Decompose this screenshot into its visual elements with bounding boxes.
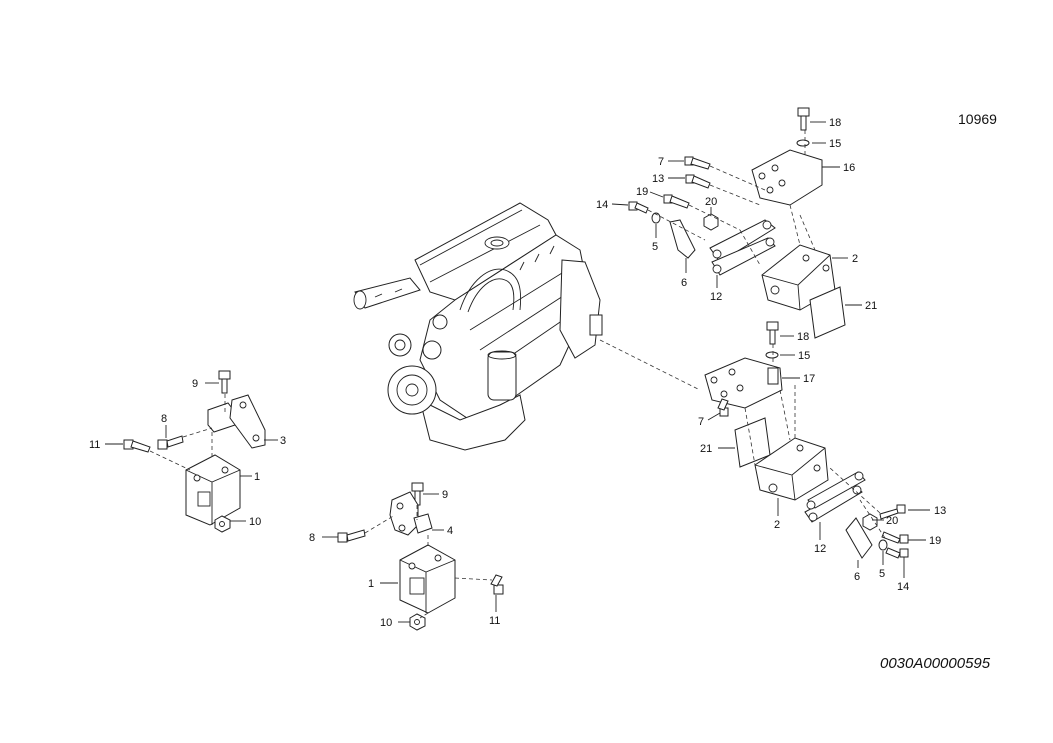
bracket-4 [413,513,433,534]
callout-1-left: 1 [254,471,260,483]
bolt-13-lower [879,504,906,520]
callout-18-upper: 18 [829,117,841,129]
bolt-9 [218,370,231,394]
washer-5-upper [651,212,661,224]
callout-11-left: 11 [89,439,100,451]
callout-14-upper: 14 [596,199,608,211]
callouts-left-mount: 9 8 3 11 1 10 [89,378,286,528]
callout-17-lower: 17 [803,373,815,385]
callout-5-lower: 5 [879,568,885,580]
callout-18-lower: 18 [797,331,809,343]
drawing-number: 0030A00000595 [880,655,991,672]
bolt-11 [123,439,151,453]
bolt-14-upper [628,201,649,214]
bolt-19-upper [663,194,690,209]
bolt-18-top [797,107,810,131]
center-mount-group [337,482,504,631]
bolt-14-lower [885,547,909,559]
figure-id: 10969 [958,111,997,127]
callouts-upper-right-mount: 18 15 7 16 13 19 14 20 5 2 6 12 21 [596,117,877,312]
bolt-7-lower [717,398,729,417]
nut-20-upper [703,213,719,231]
callout-15-upper: 15 [829,138,841,150]
plate-6-upper [669,219,696,259]
callout-21-lower: 21 [700,443,712,455]
callout-15-lower: 15 [798,350,810,362]
callout-12-lower: 12 [814,543,826,555]
washer-5-lower [878,539,888,551]
callout-8-center: 8 [309,532,315,544]
callout-2-lower: 2 [774,519,780,531]
nut-20-lower [862,513,878,531]
bolt-13-upper [685,174,711,189]
washer-15-lower [765,351,779,359]
washer-15-top [796,139,810,147]
callout-20-upper: 20 [705,196,717,208]
callout-20-lower: 20 [886,515,898,527]
callout-3-left: 3 [280,435,286,447]
bolt-8 [157,435,184,450]
bolt-18-lower [766,321,779,345]
callout-13-upper: 13 [652,173,664,185]
engine-illustration [353,202,603,451]
bolt-19-lower [881,531,909,544]
callout-10-center: 10 [380,617,392,629]
callout-4-center: 4 [447,525,453,537]
callout-6-upper: 6 [681,277,687,289]
callout-7-upper: 7 [658,156,664,168]
engine-mount-1-center [399,544,456,614]
plate-6-lower [845,517,873,559]
callouts-center-mount: 9 4 8 1 11 10 [309,489,500,629]
callout-6-lower: 6 [854,571,860,583]
callout-5-upper: 5 [652,241,658,253]
callout-9-center: 9 [442,489,448,501]
callout-9-left: 9 [192,378,198,390]
callout-16-upper: 16 [843,162,855,174]
callout-2-upper: 2 [852,253,858,265]
callout-14-lower: 14 [897,581,909,593]
bolt-7-upper [684,156,711,170]
callouts-lower-right-mount: 18 15 17 7 21 13 2 20 12 19 6 5 14 [698,331,946,593]
bolt-8-center [337,529,366,543]
callout-11-center: 11 [489,615,500,627]
callout-7-lower: 7 [698,416,704,428]
engine-mount-1-left [185,454,241,526]
lower-right-mount-group [704,321,909,559]
callout-21-upper: 21 [865,300,877,312]
callout-8-left: 8 [161,413,167,425]
shim-plate-21-upper [809,286,846,339]
callout-1-center: 1 [368,578,374,590]
bolt-11-center [490,574,504,595]
callout-19-lower: 19 [929,535,941,547]
callout-19-upper: 19 [636,186,648,198]
bracket-3 [229,394,266,449]
callout-13-lower: 13 [934,505,946,517]
left-mount-group [123,370,266,533]
upper-right-mount-group [599,107,846,391]
callout-10-left: 10 [249,516,261,528]
callout-12-upper: 12 [710,291,722,303]
